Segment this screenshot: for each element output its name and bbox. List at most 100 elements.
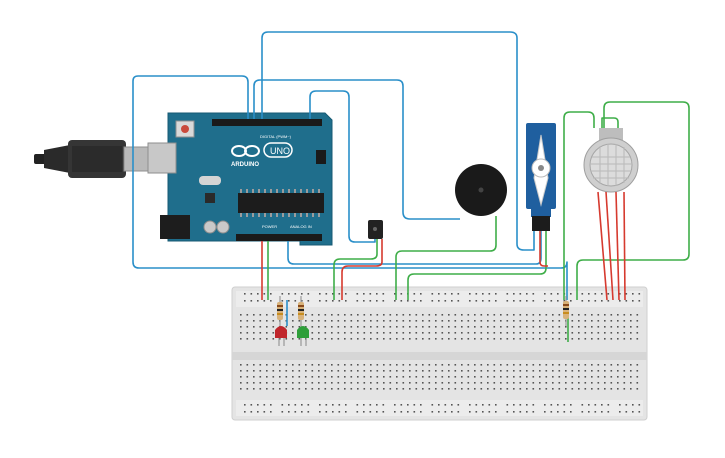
breadboard-hole (382, 300, 385, 302)
breadboard-hole (623, 320, 626, 322)
arduino-logo: ARDUINO UNO (231, 142, 293, 168)
breadboard-hole (288, 411, 290, 413)
breadboard-hole (356, 300, 359, 302)
breadboard-hole (441, 338, 444, 340)
breadboard-hole (552, 326, 554, 328)
breadboard-hole (259, 376, 262, 378)
breadboard-hole (285, 364, 288, 366)
breadboard-hole (480, 382, 483, 384)
breadboard-hole (591, 326, 593, 328)
breadboard-hole (625, 293, 628, 295)
breadboard-hole (625, 404, 628, 406)
breadboard-hole (623, 376, 626, 378)
breadboard-hole (461, 332, 463, 334)
breadboard-hole (324, 314, 327, 316)
breadboard-hole (571, 370, 574, 372)
breadboard-hole (331, 364, 333, 366)
breadboard-hole (630, 388, 632, 390)
breadboard-hole (281, 300, 284, 302)
breadboard-hole (448, 364, 450, 366)
breadboard-hole (448, 314, 450, 316)
breadboard-hole (394, 411, 396, 413)
breadboard-hole (474, 376, 476, 378)
breadboard-hole (357, 320, 359, 322)
breadboard-hole (495, 404, 497, 406)
breadboard-hole (441, 376, 444, 378)
breadboard-hole (550, 300, 553, 302)
breadboard-hole (428, 338, 431, 340)
breadboard-hole (557, 404, 559, 406)
breadboard-hole (500, 370, 502, 372)
breadboard-hole (467, 314, 470, 316)
breadboard-hole (532, 314, 535, 316)
breadboard-hole (519, 326, 522, 328)
breadboard-hole (266, 376, 268, 378)
usb-cable (34, 140, 155, 178)
breadboard-hole (597, 388, 600, 390)
breadboard-hole (475, 411, 478, 413)
breadboard-hole (469, 411, 471, 413)
breadboard-hole (337, 338, 340, 340)
breadboard-hole (253, 320, 255, 322)
breadboard-hole (604, 388, 606, 390)
breadboard-hole (325, 300, 328, 302)
breadboard-hole (610, 370, 613, 372)
breadboard-hole (594, 300, 597, 302)
breadboard-hole (325, 293, 328, 295)
breadboard-hole (630, 338, 632, 340)
breadboard-hole (539, 370, 541, 372)
breadboard-hole (272, 332, 275, 334)
breadboard-hole (350, 376, 353, 378)
breadboard-hole (475, 300, 478, 302)
breadboard-hole (513, 326, 515, 328)
breadboard-hole (311, 370, 314, 372)
breadboard-hole (376, 388, 379, 390)
breadboard-hole (383, 332, 385, 334)
breadboard-hole (632, 300, 634, 302)
breadboard-hole (253, 338, 255, 340)
breadboard-hole (376, 320, 379, 322)
breadboard-hole (578, 376, 580, 378)
breadboard-hole (305, 382, 307, 384)
breadboard-hole (338, 411, 341, 413)
breadboard-hole (422, 370, 424, 372)
breadboard-hole (400, 404, 403, 406)
breadboard-hole (604, 364, 606, 366)
breadboard-hole (389, 376, 392, 378)
breadboard-hole (532, 326, 535, 328)
breadboard-hole (557, 300, 559, 302)
breadboard-hole (623, 382, 626, 384)
breadboard-hole (431, 404, 434, 406)
breadboard-hole (539, 364, 541, 366)
breadboard-hole (311, 338, 314, 340)
breadboard-hole (604, 382, 606, 384)
breadboard-hole (350, 338, 353, 340)
breadboard-hole (402, 364, 405, 366)
breadboard-hole (263, 404, 266, 406)
breadboard-hole (240, 332, 242, 334)
breadboard-hole (597, 332, 600, 334)
breadboard-hole (607, 300, 610, 302)
breadboard-hole (383, 376, 385, 378)
breadboard-hole (451, 300, 453, 302)
breadboard-hole (578, 364, 580, 366)
breadboard-hole (318, 388, 320, 390)
breadboard-hole (636, 388, 639, 390)
breadboard-hole (288, 300, 290, 302)
breadboard-hole (487, 326, 489, 328)
wire-red (615, 191, 620, 301)
breadboard-hole (396, 376, 398, 378)
breadboard-hole (495, 411, 497, 413)
breadboard-hole (438, 404, 440, 406)
breadboard-hole (500, 326, 502, 328)
breadboard-hole (253, 370, 255, 372)
breadboard-hole (480, 314, 483, 316)
breadboard-hole (331, 314, 333, 316)
breadboard-hole (526, 376, 528, 378)
breadboard-hole (552, 388, 554, 390)
breadboard-hole (448, 370, 450, 372)
breadboard-hole (270, 300, 272, 302)
breadboard-hole (570, 411, 572, 413)
breadboard-hole (263, 300, 266, 302)
breadboard-hole (565, 338, 567, 340)
